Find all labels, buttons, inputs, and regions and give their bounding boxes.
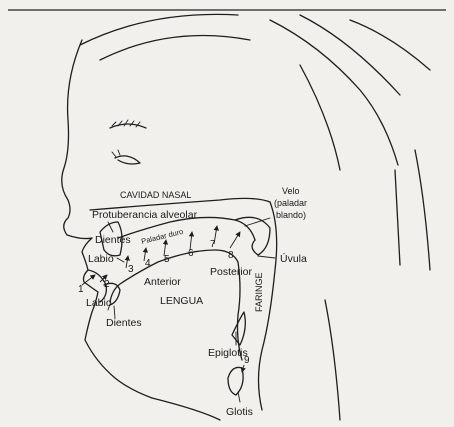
hair-strand xyxy=(395,170,400,265)
label-faringe: FARINGE xyxy=(254,272,264,312)
point-number: 8 xyxy=(228,250,234,261)
label-posterior: Posterior xyxy=(210,266,253,278)
label-velo-blando: blando) xyxy=(276,210,306,220)
point-number: 1 xyxy=(78,284,84,295)
label-epiglotis: Epiglotis xyxy=(208,347,248,359)
hair-strand xyxy=(415,150,430,270)
glottis xyxy=(228,367,243,395)
label-uvula: Úvula xyxy=(280,252,307,265)
eye xyxy=(115,156,140,164)
label-anterior: Anterior xyxy=(144,276,181,288)
point-number: 6 xyxy=(188,248,194,259)
label-lengua: LENGUA xyxy=(160,295,203,307)
label-velo-paladar: (paladar xyxy=(274,198,307,208)
label-cavidad-nasal: CAVIDAD NASAL xyxy=(120,190,191,200)
hair-strand xyxy=(350,20,430,70)
label-labio-lower: Labio xyxy=(86,297,112,309)
label-labio-upper: Labio xyxy=(88,253,114,265)
hair-strand xyxy=(300,65,340,170)
label-velo: Velo xyxy=(282,186,300,196)
point-number: 7 xyxy=(210,239,216,250)
point-number: 9 xyxy=(244,355,250,366)
hair-strand xyxy=(100,36,250,61)
point-number: 5 xyxy=(164,254,170,265)
hair-strand xyxy=(300,15,400,95)
pointer xyxy=(117,258,124,262)
point-number: 3 xyxy=(128,264,134,275)
pointer xyxy=(238,392,240,402)
label-paladar-duro: Paladar duro xyxy=(140,227,184,246)
eyebrow xyxy=(110,124,146,128)
label-dientes-lower: Dientes xyxy=(106,317,142,329)
label-protuberancia: Protuberancia alveolar xyxy=(92,209,198,221)
label-glotis: Glotis xyxy=(226,406,253,418)
hair-strand xyxy=(80,14,238,45)
pointer xyxy=(258,256,275,258)
neck-line xyxy=(152,398,220,420)
point-number: 4 xyxy=(145,258,151,269)
point-number: 2 xyxy=(104,279,110,290)
label-dientes-upper: Dientes xyxy=(95,234,131,246)
velum xyxy=(235,217,270,255)
neck-back xyxy=(325,300,340,420)
